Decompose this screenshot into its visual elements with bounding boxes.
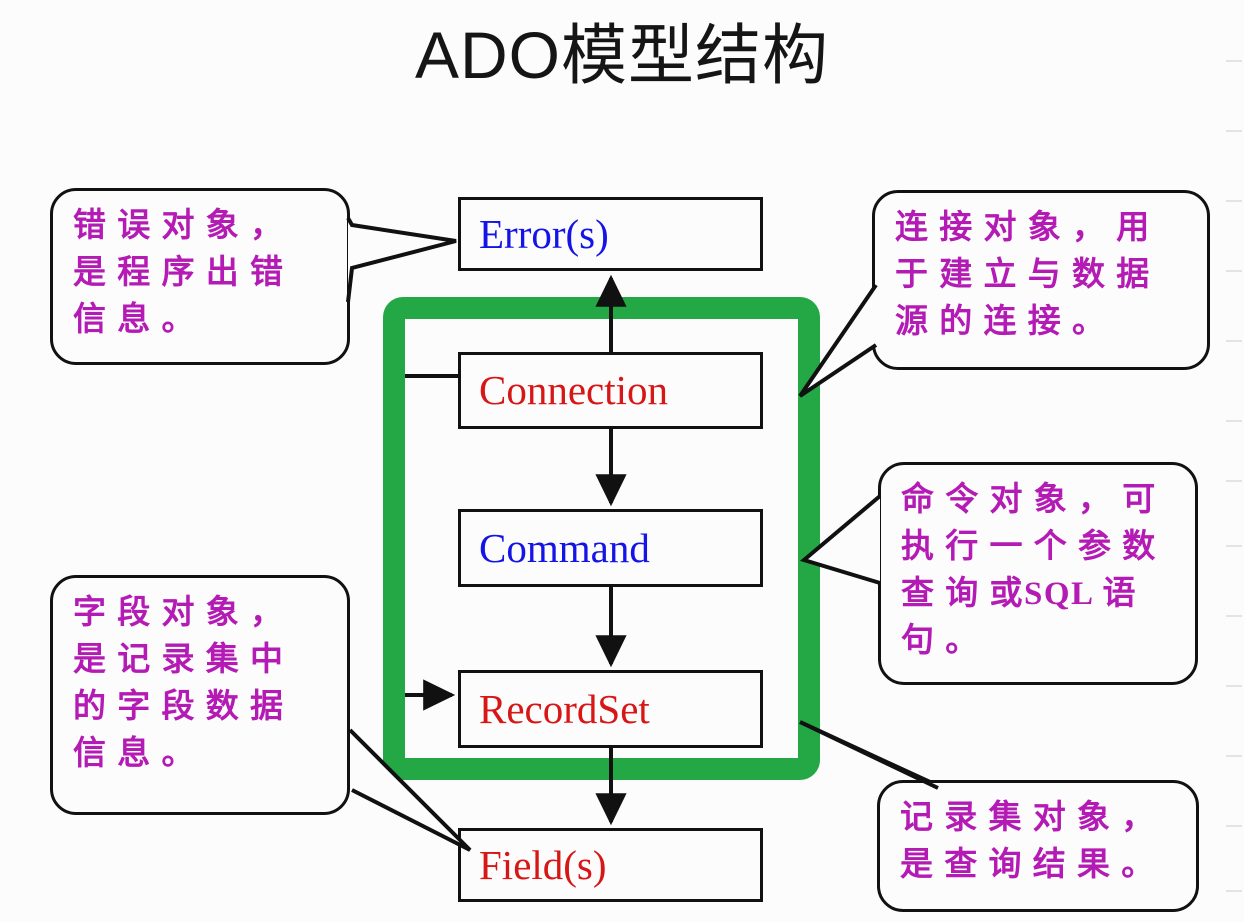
object-box-recordset-label: RecordSet bbox=[479, 685, 650, 732]
callout-error-line-2: 是 程 序 出 错 bbox=[73, 254, 285, 291]
callout-command-line-3: 查 询 或SQL 语 bbox=[901, 575, 1137, 612]
callout-connection-object: 连 接 对 象 ， 用 于 建 立 与 数 据 源 的 连 接 。 bbox=[872, 190, 1210, 370]
callout-error-line-1: 错 误 对 象 ， bbox=[73, 208, 285, 244]
callout-command-object: 命 令 对 象 ， 可 执 行 一 个 参 数 查 询 或SQL 语 句 。 bbox=[878, 462, 1198, 685]
callout-error-line-3: 信 息 。 bbox=[73, 301, 196, 338]
object-box-recordset: RecordSet bbox=[458, 670, 763, 748]
object-box-fields-label: Field(s) bbox=[479, 841, 607, 888]
callout-error-object: 错 误 对 象 ， 是 程 序 出 错 信 息 。 bbox=[50, 188, 350, 365]
green-highlight-frame bbox=[383, 297, 820, 780]
callout-field-line-3: 的 字 段 数 据 bbox=[73, 688, 285, 725]
page-title: ADO模型结构 bbox=[414, 18, 830, 92]
object-box-error-label: Error(s) bbox=[479, 210, 609, 257]
object-box-connection-label: Connection bbox=[479, 367, 669, 413]
paper-ruling-marks bbox=[1218, 0, 1244, 922]
callout-command-line-2: 执 行 一 个 参 数 bbox=[901, 528, 1157, 565]
callout-recordset-object: 记 录 集 对 象 ， 是 查 询 结 果 。 bbox=[877, 780, 1199, 912]
object-box-error: Error(s) bbox=[458, 197, 763, 271]
object-box-command: Command bbox=[458, 509, 763, 587]
callout-connection-line-2: 于 建 立 与 数 据 bbox=[895, 256, 1151, 293]
callout-recordset-line-1: 记 录 集 对 象 ， bbox=[900, 800, 1156, 836]
callout-command-line-1: 命 令 对 象 ， 可 bbox=[901, 482, 1157, 518]
callout-field-line-4: 信 息 。 bbox=[73, 735, 196, 772]
callout-field-line-1: 字 段 对 象 ， bbox=[73, 595, 285, 631]
callout-field-line-2: 是 记 录 集 中 bbox=[73, 641, 285, 678]
callout-connection-line-3: 源 的 连 接 。 bbox=[895, 303, 1107, 340]
tail-error-callout bbox=[346, 217, 457, 303]
object-box-command-label: Command bbox=[479, 524, 650, 571]
callout-command-line-4: 句 。 bbox=[901, 622, 980, 659]
callout-connection-line-1: 连 接 对 象 ， 用 bbox=[895, 210, 1151, 246]
object-box-connection: Connection bbox=[458, 352, 763, 429]
tail-recordset-callout bbox=[799, 720, 939, 790]
object-box-fields: Field(s) bbox=[458, 828, 763, 902]
callout-recordset-line-2: 是 查 询 结 果 。 bbox=[900, 846, 1156, 883]
callout-field-object: 字 段 对 象 ， 是 记 录 集 中 的 字 段 数 据 信 息 。 bbox=[50, 575, 350, 815]
